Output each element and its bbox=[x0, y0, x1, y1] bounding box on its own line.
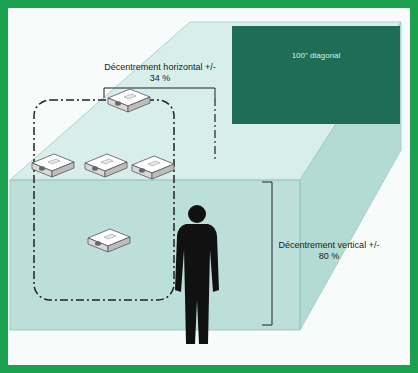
shift-range-outline bbox=[34, 100, 174, 300]
projector-front bbox=[88, 238, 108, 252]
projector-group bbox=[32, 89, 174, 252]
projector-panel bbox=[104, 234, 116, 239]
projector-icon bbox=[32, 154, 74, 177]
shift-guide bbox=[214, 98, 215, 160]
projector-panel bbox=[48, 159, 60, 164]
projector-lens bbox=[115, 101, 121, 105]
person-silhouette bbox=[175, 205, 219, 344]
projector-side bbox=[152, 164, 174, 179]
projector-front bbox=[85, 163, 105, 177]
screen-size-label: 100" diagonal bbox=[232, 50, 400, 61]
bracket-tick bbox=[104, 88, 105, 98]
projector-lens bbox=[95, 241, 101, 245]
person-head bbox=[188, 205, 206, 223]
room-front bbox=[10, 180, 300, 330]
projector-front bbox=[108, 98, 128, 112]
projector-side bbox=[128, 97, 150, 112]
projector-front bbox=[32, 163, 52, 177]
projector-front bbox=[132, 165, 152, 179]
projector-panel bbox=[101, 159, 113, 164]
horizontal-bracket bbox=[104, 88, 215, 89]
projector-lens bbox=[92, 166, 98, 170]
projector-icon bbox=[85, 154, 127, 177]
shift-label: Décentrement vertical +/- 80 % bbox=[277, 240, 381, 262]
projection-screen: 100" diagonal bbox=[232, 26, 400, 124]
projector-icon bbox=[108, 89, 150, 112]
projector-panel bbox=[148, 161, 160, 166]
vertical-bracket bbox=[272, 182, 273, 325]
projector-panel bbox=[124, 94, 136, 99]
projector-icon bbox=[132, 156, 174, 179]
projector-side bbox=[105, 162, 127, 177]
inner-ground bbox=[8, 8, 410, 365]
bracket-tick bbox=[215, 88, 216, 98]
bracket-tick bbox=[262, 325, 272, 326]
bracket-tick bbox=[262, 182, 272, 183]
projector-lens bbox=[139, 168, 145, 172]
shift-label: Décentrement horizontal +/- 34 % bbox=[100, 62, 220, 84]
projector-lens bbox=[39, 166, 45, 170]
projector-side bbox=[108, 237, 130, 252]
person-body bbox=[175, 224, 219, 344]
projector-side bbox=[52, 162, 74, 177]
projector-icon bbox=[88, 229, 130, 252]
